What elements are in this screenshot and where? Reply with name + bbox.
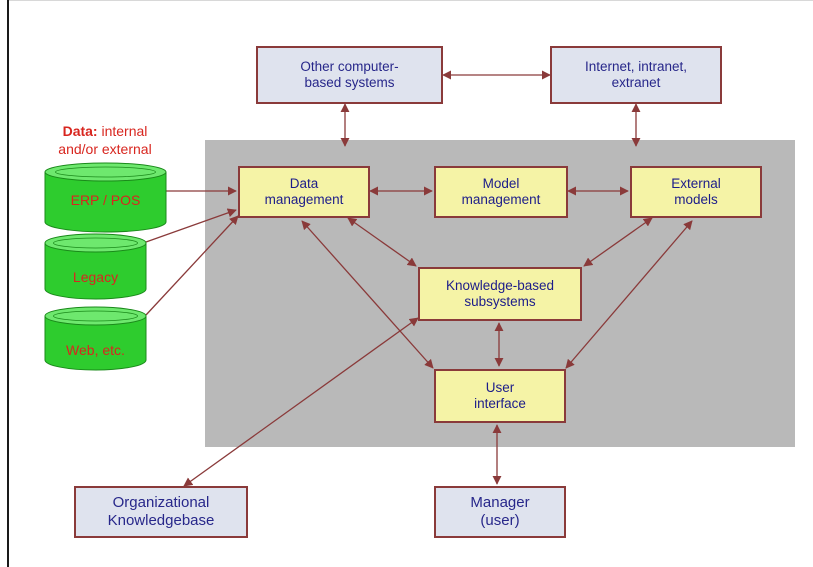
data-caption-line2: and/or external — [58, 141, 152, 157]
arrow-data-ui — [301, 220, 434, 369]
arrow-web-data — [145, 215, 239, 316]
knowledge-subsystems-box: Knowledge-based subsystems — [418, 267, 582, 321]
arrow-external-ui — [565, 220, 693, 369]
other-systems-box: Other computer- based systems — [256, 46, 443, 104]
arrow-data-knowledge — [347, 217, 417, 267]
database-label: Web, etc. — [66, 342, 125, 358]
data-caption-bold: Data: — [62, 123, 98, 139]
frame-top-border — [7, 0, 813, 1]
database-erp-pos: ERP / POS — [43, 162, 168, 234]
database-label: ERP / POS — [70, 192, 141, 208]
user-interface-box: User interface — [434, 369, 566, 423]
org-knowledgebase-label: Organizational Knowledgebase — [107, 494, 215, 529]
model-management-box: Model management — [434, 166, 568, 218]
internet-label: Internet, intranet, extranet — [584, 59, 688, 90]
database-web: Web, etc. — [43, 306, 148, 372]
data-sources-caption: Data: internal and/or external — [30, 122, 180, 158]
org-knowledgebase-box: Organizational Knowledgebase — [74, 486, 248, 538]
model-management-label: Model management — [461, 176, 541, 207]
other-systems-label: Other computer- based systems — [300, 59, 399, 90]
manager-box: Manager (user) — [434, 486, 566, 538]
database-icon — [44, 306, 147, 371]
knowledge-subsystems-label: Knowledge-based subsystems — [445, 278, 555, 309]
frame-left-border — [7, 0, 9, 567]
external-models-box: External models — [630, 166, 762, 218]
internet-box: Internet, intranet, extranet — [550, 46, 722, 104]
database-icon — [44, 233, 147, 300]
arrow-legacy-data — [145, 208, 237, 243]
data-caption-rest: internal — [101, 123, 148, 139]
arrow-external-knowledge — [583, 217, 653, 267]
data-management-box: Data management — [238, 166, 370, 218]
manager-label: Manager (user) — [470, 494, 530, 529]
data-management-label: Data management — [264, 176, 344, 207]
database-icon — [44, 162, 167, 233]
user-interface-label: User interface — [474, 380, 526, 411]
database-label: Legacy — [72, 269, 119, 285]
database-legacy: Legacy — [43, 233, 148, 301]
arrow-knowledge-org — [183, 317, 419, 487]
external-models-label: External models — [671, 176, 721, 207]
